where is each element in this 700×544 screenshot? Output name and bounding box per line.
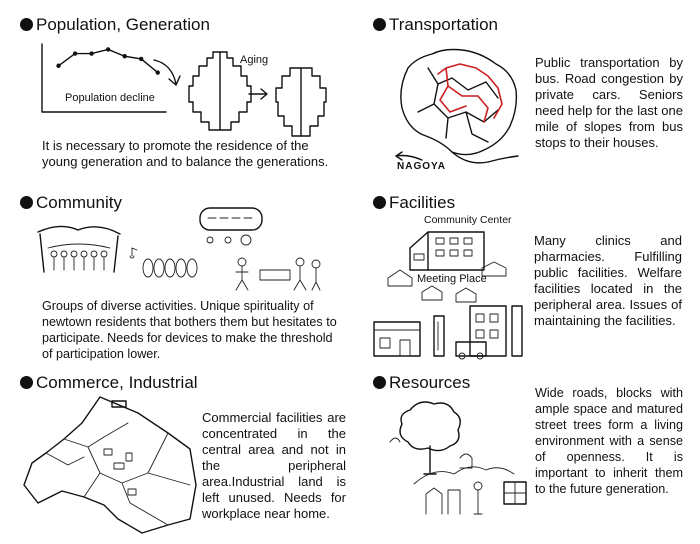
population-decline-chart <box>38 42 168 114</box>
aging-arrow-icon <box>248 88 270 100</box>
community-center-label: Community Center <box>424 214 512 226</box>
population-point-1 <box>56 63 61 68</box>
section-title-population: Population, Generation <box>20 15 210 35</box>
population-point-2 <box>72 51 78 56</box>
section-title-community: Community <box>20 193 122 213</box>
bullet-icon <box>373 196 386 209</box>
section-title-resources: Resources <box>373 373 470 393</box>
bullet-icon <box>373 376 386 389</box>
population-point-6 <box>139 56 144 62</box>
population-point-4 <box>105 47 111 52</box>
section-title-transportation: Transportation <box>373 15 498 35</box>
mountains-houses-icon <box>414 460 534 522</box>
population-point-5 <box>122 54 127 59</box>
population-decline-label: Population decline <box>65 92 155 104</box>
community-description: Groups of diverse activities. Unique spi… <box>42 299 337 361</box>
aging-label: Aging <box>240 54 269 66</box>
section-title-commerce: Commerce, Industrial <box>20 373 198 393</box>
community-center-building-icon <box>408 228 486 272</box>
chart-axes <box>42 44 166 112</box>
bullet-icon <box>20 376 33 389</box>
facilities-town-icon <box>370 302 530 360</box>
transportation-description: Public transportation by bus. Road conge… <box>535 55 683 150</box>
population-pyramid-before-icon <box>185 50 255 132</box>
resources-description: Wide roads, blocks with ample space and … <box>535 386 683 496</box>
community-festival-icon <box>30 218 125 280</box>
population-description: It is necessary to promote the residence… <box>42 138 329 169</box>
bus-route-map <box>388 38 528 178</box>
meeting-place-houses-icon <box>386 262 516 304</box>
facilities-description: Many clinics and pharmacies. Fulfilling … <box>534 233 682 328</box>
bullet-icon <box>20 18 33 31</box>
bullet-icon <box>20 196 33 209</box>
community-people-icon <box>234 256 324 292</box>
section-title-facilities: Facilities <box>373 193 455 213</box>
commerce-land-map <box>18 393 198 535</box>
bullet-icon <box>373 18 386 31</box>
trend-arrow-icon <box>150 58 184 90</box>
population-pyramid-after-icon <box>272 66 330 138</box>
commerce-description: Commercial facilities are concentrated i… <box>202 410 346 521</box>
population-point-3 <box>89 51 94 56</box>
community-bus-tour-icon <box>198 206 266 250</box>
nagoya-label: NAGOYA <box>397 161 446 172</box>
meeting-place-label: Meeting Place <box>417 273 487 285</box>
population-point-7 <box>155 70 160 75</box>
community-choir-icon <box>128 242 198 288</box>
